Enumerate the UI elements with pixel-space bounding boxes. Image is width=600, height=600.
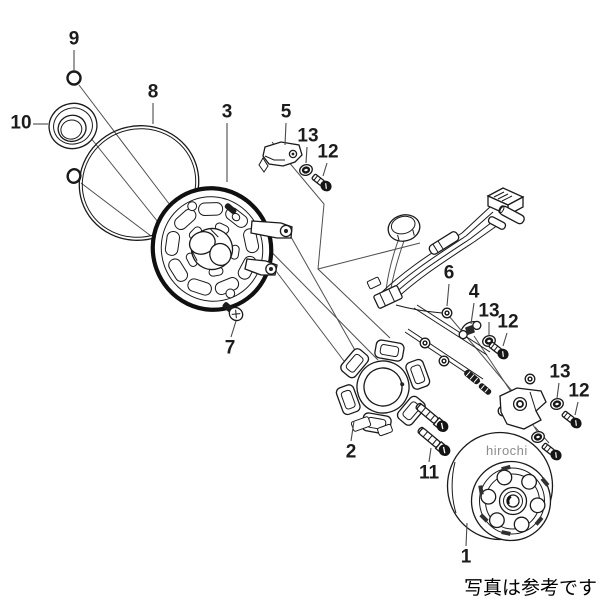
part-number-label: 12: [568, 381, 589, 402]
part-number-label: 13: [549, 362, 570, 383]
base-plate-3: [150, 186, 274, 312]
callout-leader-line: [305, 146, 308, 164]
screw-7: [222, 302, 244, 322]
part-number-label: 3: [222, 102, 233, 123]
pickup-coil: [373, 285, 403, 309]
part-number-label: 9: [69, 29, 80, 50]
flywheel-rotor-1: [446, 431, 554, 542]
callout-leader-line: [465, 522, 468, 547]
o-ring-9-upper: [66, 70, 82, 86]
callout-leader-line: [502, 332, 508, 347]
callout-leader-line: [428, 447, 432, 463]
part-number-label: 12: [317, 142, 338, 163]
part-number-label: 4: [469, 282, 480, 303]
grommet: [387, 214, 421, 242]
stator-2: [335, 339, 431, 435]
part-number-label: 6: [444, 263, 455, 284]
callout-leader-line: [470, 302, 475, 325]
oil-seal-10: [48, 102, 98, 150]
rotor-weights: [478, 464, 550, 536]
callout-leader-line: [284, 122, 287, 146]
bolt-12: [559, 408, 585, 432]
part-number-label: 5: [281, 102, 292, 123]
part-number-label: 11: [419, 463, 440, 484]
callout-leader-line: [574, 401, 579, 416]
part-number-label: 10: [10, 113, 31, 134]
callout-leader-line: [322, 162, 328, 177]
bolt-12: [309, 171, 335, 195]
plate-arm-upper: [250, 220, 293, 239]
bullet-connector-small: [487, 216, 507, 230]
plate-arm-lower: [244, 258, 278, 276]
part-number-label: 12: [497, 312, 518, 333]
reference-photo-caption: 写真は参考です: [463, 578, 597, 599]
callout-leader-line: [556, 382, 560, 399]
plate-set-screw: [224, 203, 241, 222]
stay-bracket: [499, 387, 547, 430]
watermark-text: hirochi: [486, 443, 528, 458]
part-number-label: 13: [297, 126, 318, 147]
part-number-label: 13: [478, 301, 499, 322]
washer-13: [548, 395, 566, 413]
part-number-label: 8: [148, 82, 159, 103]
washer-13: [297, 161, 315, 179]
callout-leader-line: [446, 283, 450, 307]
washer: [529, 428, 547, 446]
stator-lead-clips: [350, 416, 393, 437]
wire-harness-6: [366, 187, 525, 314]
part-number-label: 1: [461, 547, 472, 568]
sensor-bracket-5: [258, 141, 303, 173]
part-number-label: 7: [225, 338, 236, 359]
bullet-connector: [498, 205, 525, 225]
callout-leader-line: [230, 320, 237, 338]
callout-leader-line: [350, 420, 355, 442]
connector-block: [486, 187, 525, 217]
bolt-12: [486, 339, 512, 363]
part-number-label: 2: [346, 442, 357, 463]
wire-clamp-4: [458, 320, 482, 340]
terminal-studs: [404, 304, 536, 417]
